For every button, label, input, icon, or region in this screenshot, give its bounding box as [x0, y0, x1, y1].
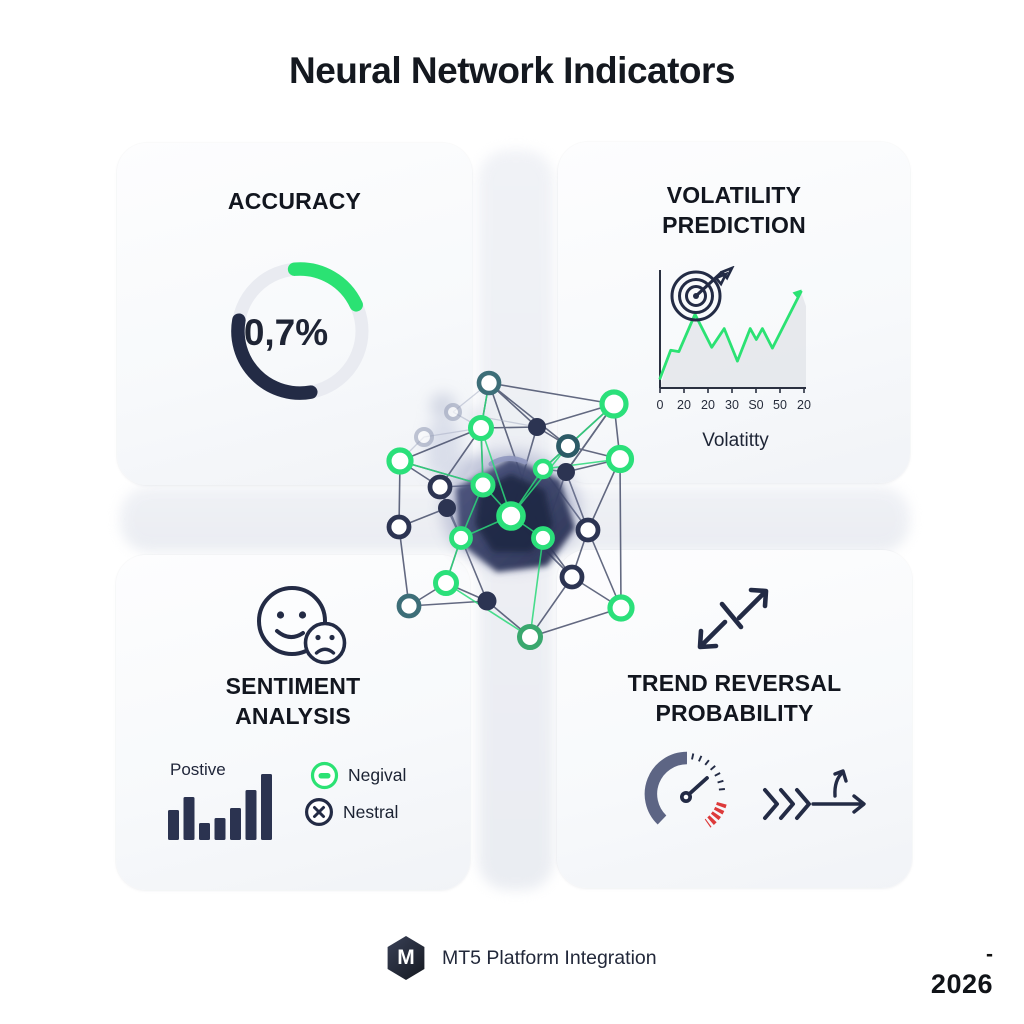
- page-title: Neural Network Indicators: [288, 50, 736, 91]
- accuracy-title: ACCURACY: [227, 188, 362, 214]
- momentum-arrow-icon: [763, 769, 866, 820]
- neural-network-graphic: [386, 370, 635, 650]
- gauge-ticks: [691, 753, 725, 791]
- card-accuracy: ACCURACY 0,7%: [117, 143, 472, 485]
- target-icon: [670, 266, 735, 322]
- diverging-arrows-icon: [697, 587, 769, 650]
- corner-year-block: - 2026: [931, 944, 993, 998]
- trend-line: [658, 290, 803, 380]
- svg-text:30: 30: [725, 398, 739, 412]
- card-trend-reversal: TREND REVERSAL PROBABILITY: [557, 550, 912, 888]
- volatility-title-line1: VOLATILITY: [666, 182, 802, 208]
- donut-green-arc: [287, 262, 363, 312]
- corner-year: 2026: [930, 969, 993, 999]
- accuracy-value: 0,7%: [244, 312, 328, 353]
- mt5-logo-letter: M: [397, 946, 415, 969]
- gauge-icon: [644, 751, 727, 828]
- network-nodes: [386, 370, 635, 650]
- negative-icon: [310, 761, 339, 790]
- footer-text: MT5 Platform Integration: [442, 946, 657, 969]
- network-core-highlight: [488, 456, 528, 467]
- legend-item-negival: Negival: [310, 761, 406, 790]
- svg-text:20: 20: [677, 398, 691, 412]
- legend-label-negival: Negival: [348, 765, 407, 785]
- neutral-x-icon: [305, 798, 333, 826]
- volatility-axis-label: Volatitty: [702, 430, 769, 451]
- chart-area-fill: [660, 291, 806, 388]
- svg-text:S0: S0: [748, 398, 763, 412]
- svg-text:20: 20: [701, 398, 715, 412]
- trend-title-line2: PROBABILITY: [655, 700, 814, 726]
- network-edges-gray: [399, 382, 538, 462]
- corner-dash: -: [986, 943, 993, 966]
- sentiment-title-line2: ANALYSIS: [235, 703, 351, 729]
- mt5-logo: M: [387, 936, 425, 980]
- volatility-title-line2: PREDICTION: [662, 212, 806, 238]
- sentiment-bar-label: Postive: [170, 760, 226, 779]
- svg-text:50: 50: [773, 398, 787, 412]
- sentiment-bar-chart: [168, 774, 272, 840]
- x-axis-tick-labels: 0 20 20 30 S0 50 20: [657, 398, 811, 412]
- card-volatility: VOLATILITY PREDICTION: [558, 142, 910, 483]
- accuracy-donut-chart: 0,7%: [231, 262, 369, 400]
- x-axis-ticks: [659, 388, 805, 393]
- sentiment-bars: [168, 774, 272, 840]
- trend-title-line1: TREND REVERSAL: [627, 670, 842, 696]
- volatility-chart: 0 20 20 30 S0 50 20: [657, 266, 811, 412]
- donut-navy-arc: [231, 313, 318, 400]
- trend-line-arrowhead: [792, 289, 802, 300]
- legend-label-nestral: Nestral: [343, 801, 399, 822]
- gauge-red-zone: [704, 801, 727, 828]
- network-edges-green: [399, 382, 621, 638]
- footer: M MT5 Platform Integration: [0, 936, 1024, 984]
- sentiment-title-line1: SENTIMENT: [225, 673, 361, 699]
- smiley-faces-icon: [257, 586, 347, 665]
- svg-text:20: 20: [797, 398, 811, 412]
- legend-item-nestral: Nestral: [304, 797, 398, 827]
- svg-text:0: 0: [657, 398, 664, 412]
